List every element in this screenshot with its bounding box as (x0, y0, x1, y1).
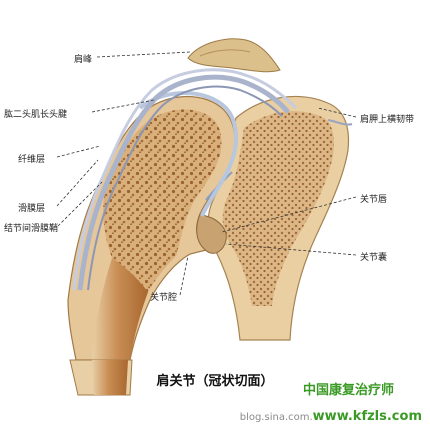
label-fibrous-layer: 纤维层 (18, 155, 46, 165)
watermark-site-suffix: www.kfzls.com (312, 409, 422, 424)
label-glenoid-labrum: 关节唇 (360, 195, 388, 205)
leader-fibrous-layer (56, 145, 101, 158)
label-joint-capsule: 关节囊 (360, 253, 388, 263)
biceps-tendon-band (87, 85, 283, 291)
label-transverse-ligament: 肩胛上横韧带 (360, 115, 415, 125)
leader-transverse-ligament (317, 107, 357, 118)
label-biceps-tendon: 肱二头肌长头腱 (4, 110, 68, 120)
leader-joint-cavity (179, 255, 189, 296)
joint-capsule-band (77, 74, 290, 291)
watermark-org: 中国康复治疗师 (302, 383, 394, 398)
leader-synovial-layer (56, 159, 99, 207)
label-joint-cavity: 关节腔 (150, 293, 178, 303)
figure-caption: 肩关节（冠状切面） (156, 374, 274, 389)
watermark-site: blog.sina.com.www.kfzls.com (240, 409, 422, 424)
leader-acromion (96, 51, 191, 58)
label-intertubercular-sheath: 结节间滑膜鞘 (4, 224, 59, 234)
leader-intertubercular-sheath (57, 181, 103, 227)
watermark-site-prefix: blog.sina.com. (239, 412, 313, 423)
acromion-bone (187, 38, 281, 73)
leader-biceps-tendon (91, 99, 155, 113)
label-acromion: 肩峰 (74, 55, 93, 65)
articular-cartilage (138, 91, 238, 217)
leader-joint-capsule (225, 243, 357, 256)
leader-lines (56, 51, 357, 296)
glenoid-labrum (196, 213, 227, 254)
label-synovial-layer: 滑膜层 (18, 204, 46, 214)
leader-glenoid-labrum (221, 196, 357, 233)
